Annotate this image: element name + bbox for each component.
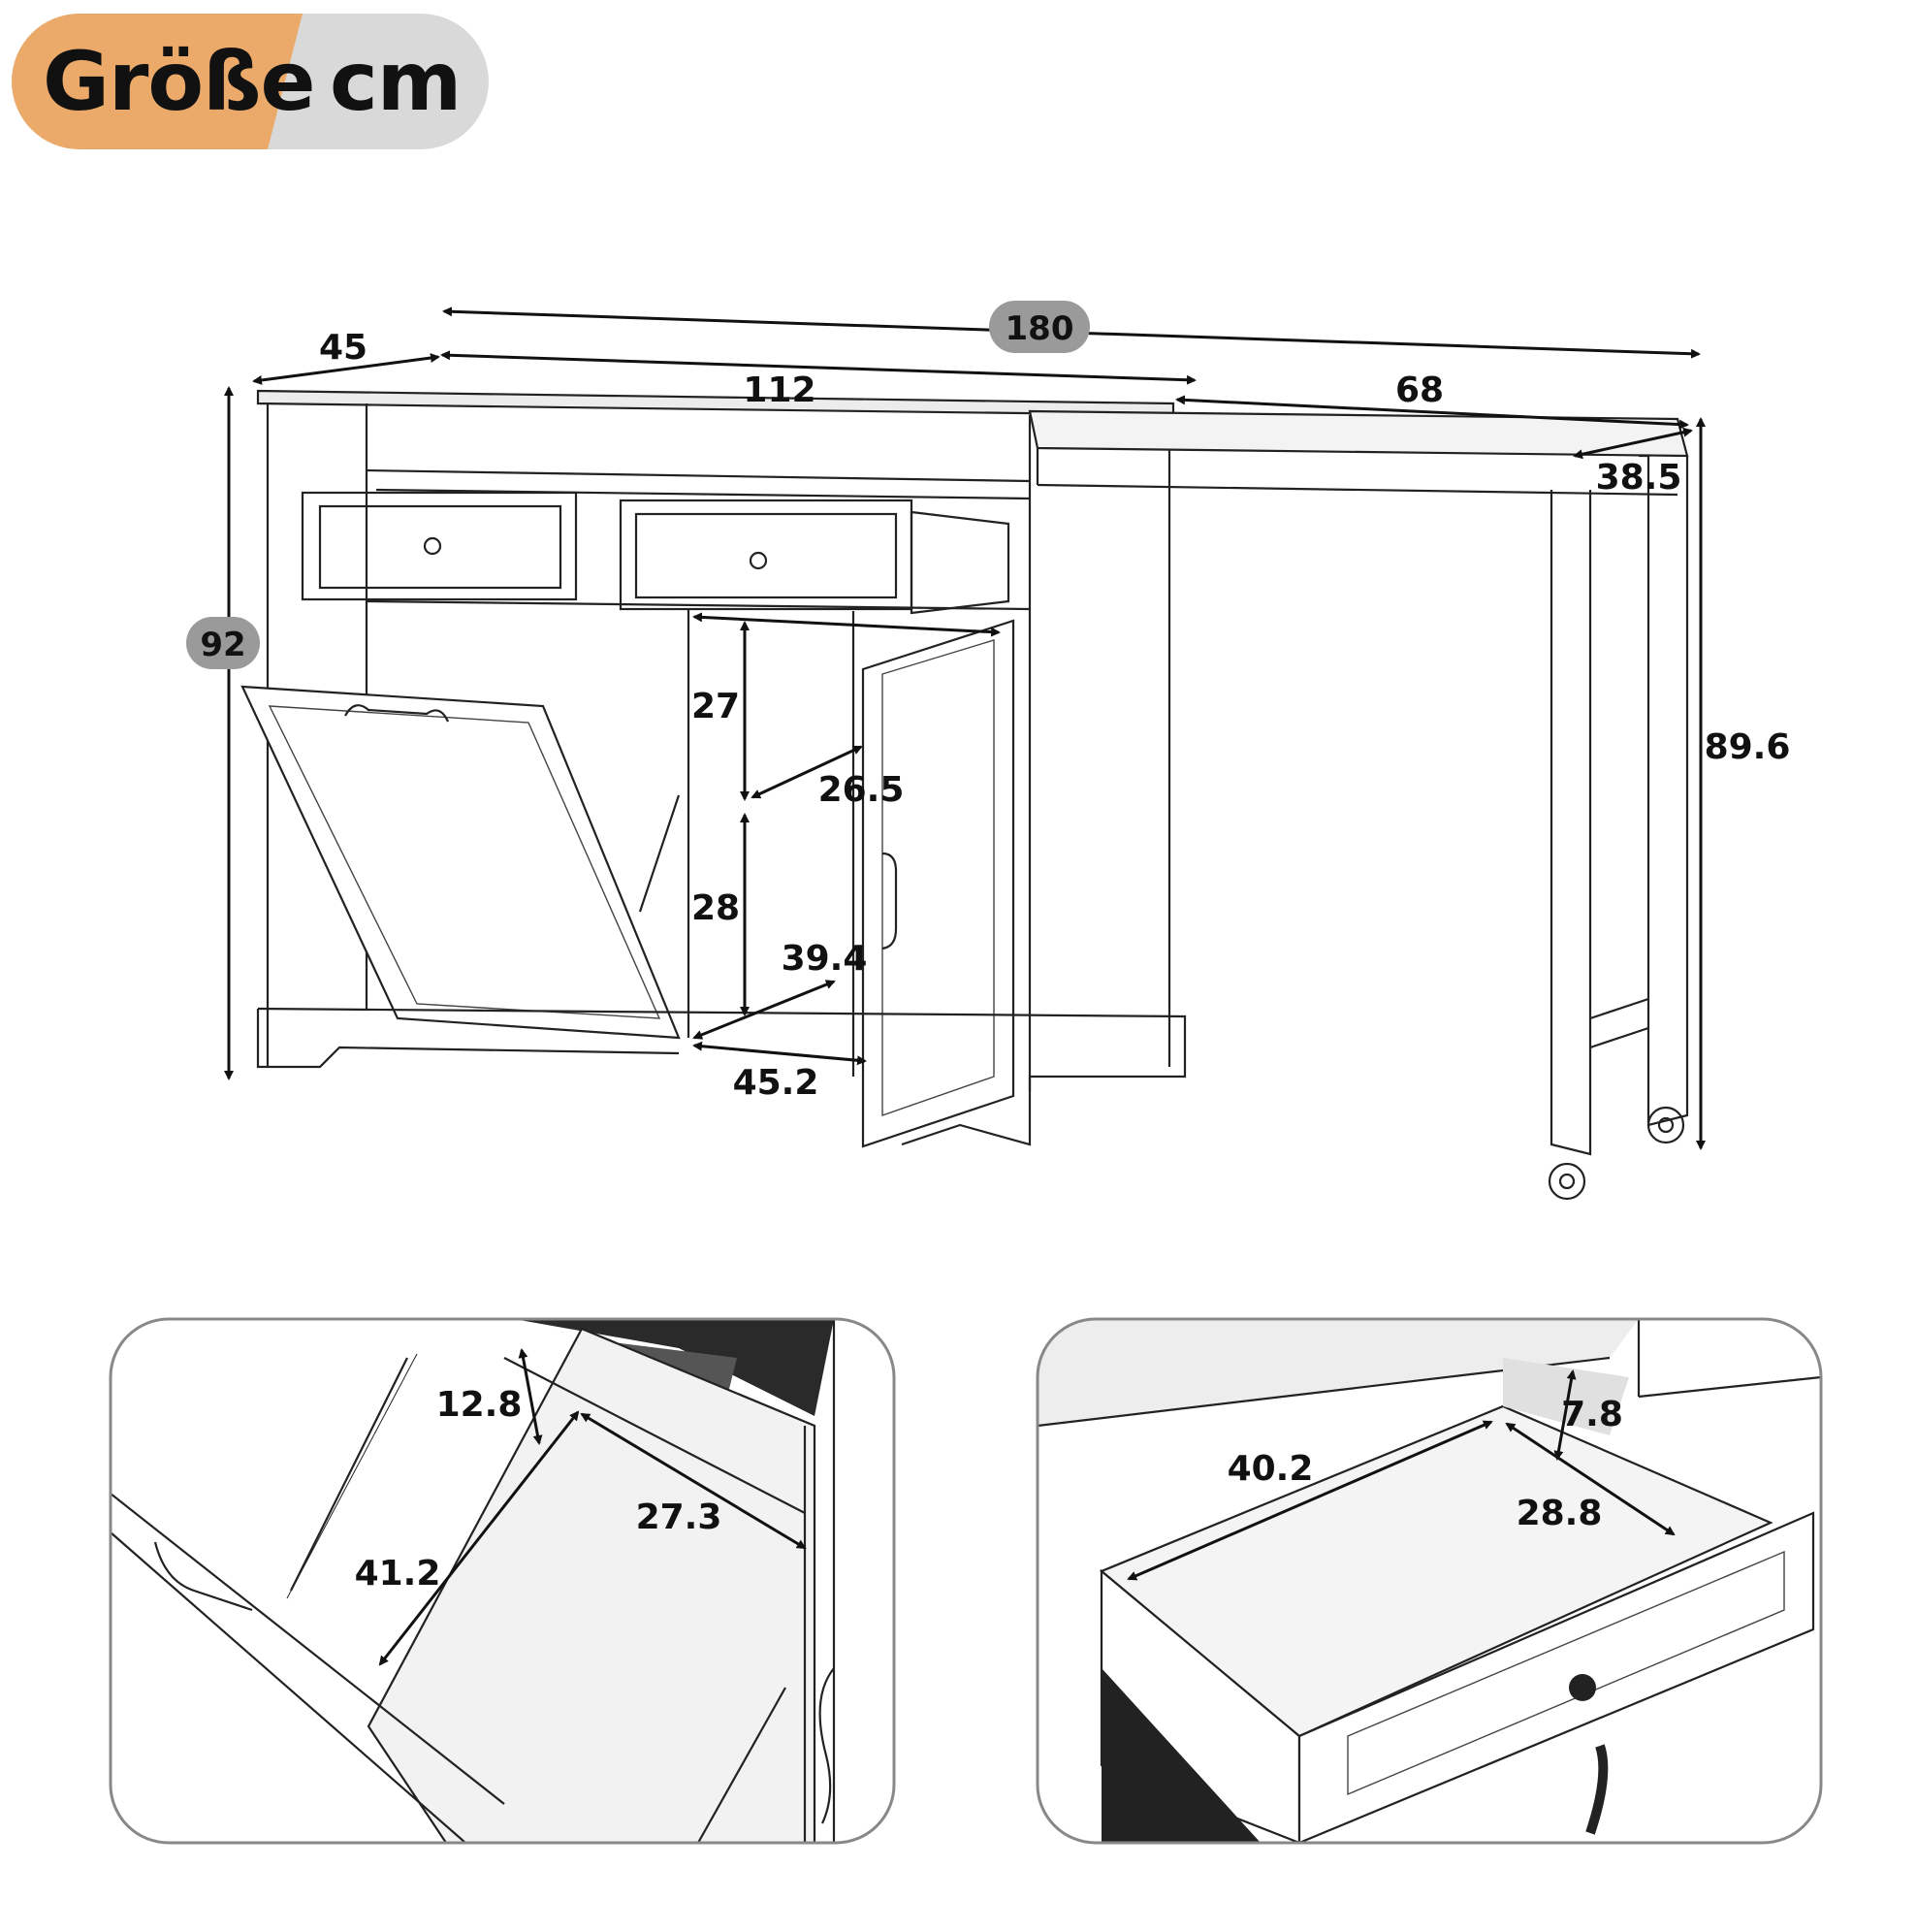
dim-shelf-upper-height: 27	[691, 687, 740, 726]
dim-drawer-height: 7.8	[1561, 1395, 1623, 1434]
dim-cabinet-depth: 45	[319, 328, 367, 368]
dim-cabinet-inner-width: 45.2	[733, 1063, 819, 1103]
pill-180	[989, 301, 1090, 353]
dim-total-length: 180	[1006, 309, 1074, 348]
dim-extension-depth: 38.5	[1596, 458, 1682, 498]
detail-drawer-arrows	[1127, 1369, 1676, 1581]
dim-drawer-width: 40.2	[1228, 1449, 1314, 1489]
dim-drawer-depth: 28.8	[1517, 1494, 1603, 1533]
dim-bin-width: 27.3	[636, 1497, 722, 1537]
unit-label: cm	[330, 34, 462, 129]
badge-accent	[12, 14, 303, 149]
dim-shelf-lower-depth: 39.4	[782, 939, 868, 979]
size-label: Größe	[43, 34, 315, 129]
dim-bin-length: 41.2	[355, 1554, 441, 1594]
dim-shelf-upper-depth: 26.5	[818, 770, 905, 810]
dim-cabinet-height: 92	[200, 626, 245, 664]
size-badge: Größe cm	[12, 14, 489, 149]
dim-extension-length: 68	[1395, 370, 1444, 410]
dim-bin-depth: 12.8	[436, 1385, 523, 1425]
dim-extension-height: 89.6	[1705, 727, 1791, 767]
dim-cabinet-width: 112	[743, 370, 815, 410]
dim-shelf-lower-height: 28	[691, 888, 740, 928]
detail-drawer-panel	[1036, 1317, 1823, 1845]
pill-92	[186, 617, 260, 669]
cabinet-drawing	[240, 389, 1689, 1201]
detail-bin-arrows	[378, 1348, 807, 1666]
